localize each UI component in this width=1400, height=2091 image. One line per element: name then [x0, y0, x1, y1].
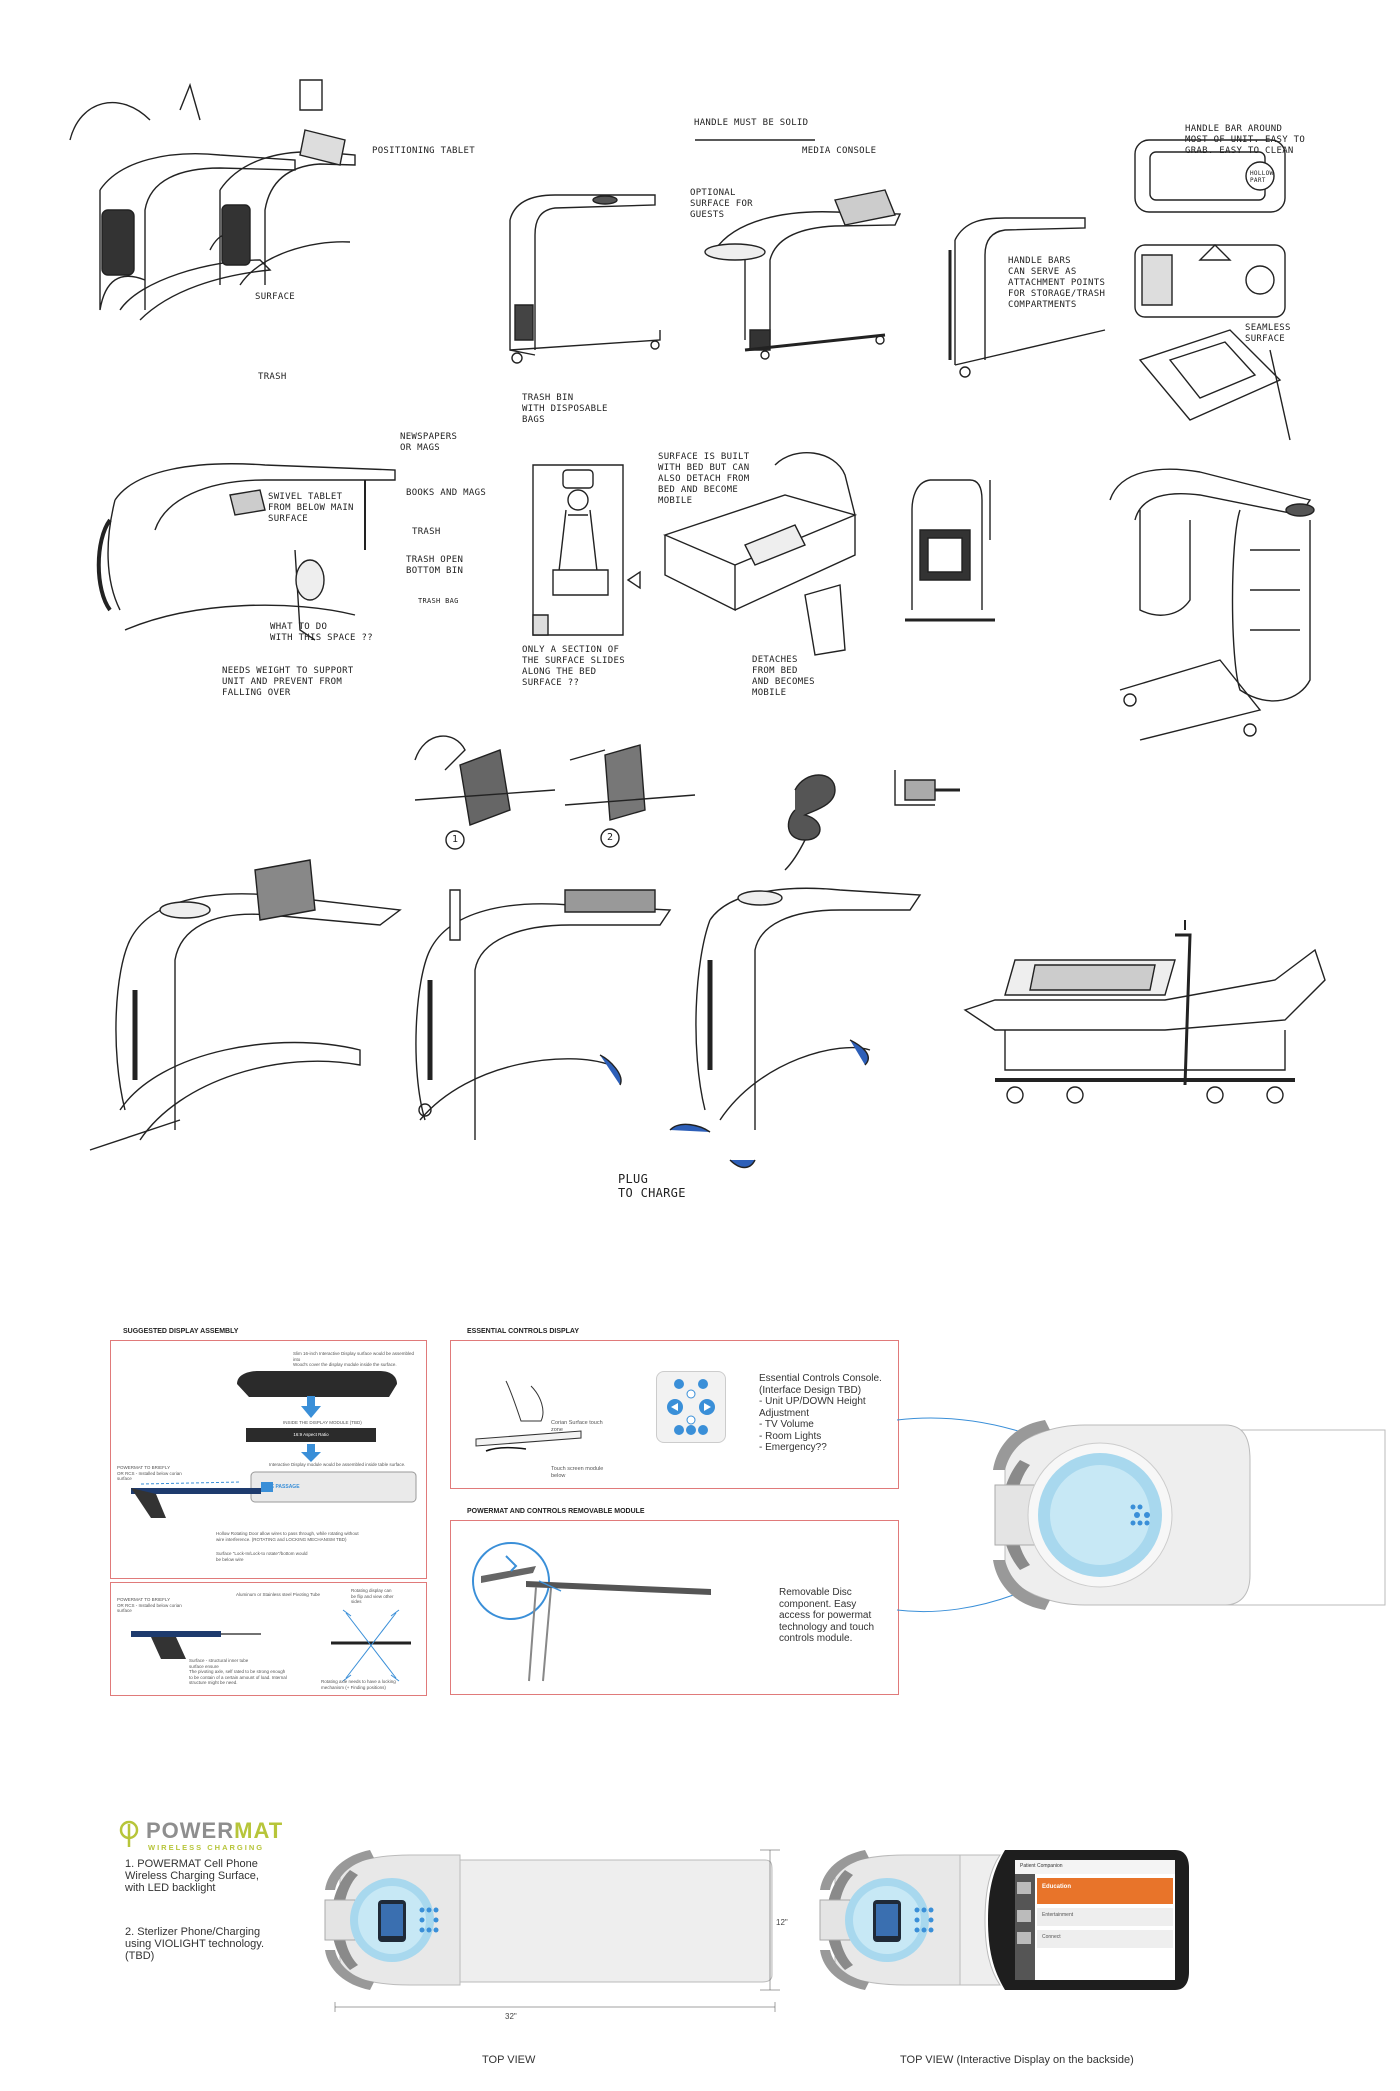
- sketch-handle-bar-unit: [935, 200, 1125, 390]
- removable-module-illustration: [461, 1531, 711, 1691]
- sketch-table-concept-b: [210, 70, 370, 300]
- powermat-logo-icon: [118, 1820, 140, 1848]
- note-trash-2: TRASH: [412, 527, 441, 537]
- note-handle-bars-attachment: HANDLE BARS CAN SERVE AS ATTACHMENT POIN…: [1008, 256, 1106, 310]
- note-what-to-do: WHAT TO DO WITH THIS SPACE ??: [270, 622, 373, 643]
- note-surface: SURFACE: [255, 292, 296, 302]
- note-display-top: Slim 16-inch Interactive Display surface…: [293, 1351, 415, 1367]
- panel-powermat-module: Removable Disc component. Easy access fo…: [450, 1520, 899, 1695]
- note-trash-bag: TRASH BAG: [418, 597, 459, 605]
- hand-touch-illustration: [466, 1381, 586, 1461]
- note-step-1: 1: [452, 834, 459, 845]
- dimension-width: 32": [505, 2012, 517, 2021]
- top-view-unit-right: [993, 1420, 1395, 1610]
- note-seamless-surface: SEAMLESS SURFACE: [1245, 323, 1291, 344]
- controls-console-mockup[interactable]: [656, 1371, 726, 1443]
- screen-item-connect[interactable]: Connect: [1042, 1934, 1061, 1940]
- note-positioning-tablet: POSITIONING TABLET: [372, 146, 475, 156]
- note-locking-axle: Rotating axle needs to have a locking me…: [321, 1679, 396, 1690]
- arrow-down-1-icon: [301, 1396, 321, 1418]
- note-optional-surface-guests: OPTIONAL SURFACE FOR GUESTS: [690, 188, 753, 220]
- sketch-perspective-unit: [1100, 460, 1330, 760]
- essential-controls-text: Essential Controls Console. (Interface D…: [759, 1373, 882, 1453]
- rotation-diagram: [321, 1608, 421, 1683]
- label-corian-touch-zone: Corian Surface touch zone: [551, 1420, 603, 1433]
- note-only-section-slides: ONLY A SECTION OF THE SURFACE SLIDES ALO…: [522, 645, 625, 688]
- feature-powermat-charging: 1. POWERMAT Cell Phone Wireless Charging…: [125, 1858, 259, 1894]
- caption-top-view-left: TOP VIEW: [482, 2054, 536, 2066]
- note-media-console: MEDIA CONSOLE: [802, 146, 877, 156]
- sketch-tablet-rotation-steps: [405, 720, 705, 850]
- sketch-table-concept-a: [60, 80, 340, 300]
- sketch-large-table-handle: [370, 870, 690, 1170]
- powermat-tagline: WIRELESS CHARGING: [148, 1843, 265, 1852]
- note-display-mid: Interactive Display module would be asse…: [269, 1462, 406, 1467]
- note-powermat-left: POWERMAT TO BRIEFLY OR RCS - Installed b…: [117, 1465, 182, 1481]
- screen-header: Patient Companion: [1020, 1863, 1063, 1869]
- panel-suggested-display: Slim 16-inch Interactive Display surface…: [110, 1340, 427, 1579]
- note-rotating-door: Hollow Rotating Door allow wires to pass…: [216, 1531, 359, 1542]
- feature-sterilizer: 2. Sterlizer Phone/Charging using VIOLIG…: [125, 1926, 264, 1962]
- note-rotating-display: Rotating display can be flip and view ot…: [351, 1588, 394, 1604]
- removable-disc-text: Removable Disc component. Easy access fo…: [779, 1587, 875, 1644]
- top-view-right-unit: [805, 1850, 1189, 1990]
- display-bar-label: 16:9 Aspect Ratio: [293, 1432, 329, 1437]
- top-view-left-unit: [310, 1840, 780, 2000]
- note-newspapers-mags: NEWSPAPERS OR MAGS: [400, 432, 458, 453]
- panel-title-powermat-module: POWERMAT AND CONTROLS REMOVABLE MODULE: [467, 1508, 645, 1515]
- panel-display-rotation: POWERMAT TO BRIEFLY OR RCS - Installed b…: [110, 1582, 427, 1696]
- display-panel-curved: [237, 1371, 397, 1397]
- note-trash-bin-bags: TRASH BIN WITH DISPOSABLE BAGS: [522, 393, 608, 425]
- note-swivel-tablet: SWIVEL TABLET FROM BELOW MAIN SURFACE: [268, 492, 354, 524]
- note-step-2: 2: [607, 832, 614, 843]
- sketch-large-table-tablet: [80, 850, 420, 1170]
- note-handle-must-be-solid: HANDLE MUST BE SOLID: [694, 118, 809, 128]
- screen-item-education[interactable]: Education: [1042, 1884, 1072, 1890]
- sketch-media-console-table: [685, 130, 925, 370]
- sketch-bed-with-table: [955, 920, 1335, 1110]
- screen-item-entertainment[interactable]: Entertainment: [1042, 1912, 1074, 1918]
- table-section-pivot: [131, 1631, 266, 1659]
- note-inside-module: INSIDE THE DISPLAY MODULE (TBD): [283, 1420, 362, 1425]
- dimension-width-line: [335, 2002, 775, 2012]
- powermat-word-a: POWER: [146, 1818, 235, 1843]
- sketch-swivel-tablet-unit: [95, 440, 415, 680]
- dimension-depth: 12": [776, 1918, 788, 1927]
- note-trash: TRASH: [258, 372, 287, 382]
- sketch-bed-perspective: [655, 445, 870, 655]
- sketch-vertical-unit: [900, 470, 1000, 640]
- table-section-assembly: [131, 1468, 421, 1518]
- note-books-mags: BOOKS AND MAGS: [406, 488, 487, 498]
- powermat-wordmark: POWERMAT: [146, 1818, 283, 1844]
- caption-top-view-right: TOP VIEW (Interactive Display on the bac…: [900, 2054, 1134, 2066]
- note-surface-built-bed: SURFACE IS BUILT WITH BED BUT CAN ALSO D…: [658, 452, 750, 506]
- powermat-word-b: MAT: [234, 1818, 284, 1843]
- note-pivoting-tube: Aluminum or Stainless steel Pivoting Tub…: [236, 1592, 321, 1597]
- note-handle-bar-around: HANDLE BAR AROUND MOST OF UNIT. EASY TO …: [1185, 124, 1306, 156]
- note-powermat-left-2: POWERMAT TO BRIEFLY OR RCS - Installed b…: [117, 1597, 182, 1613]
- panel-essential-controls: Corian Surface touch zone Touch screen m…: [450, 1340, 899, 1489]
- note-structural-surface: Surface - structural inner tube surface …: [189, 1658, 287, 1685]
- label-touch-screen-module: Touch screen module below: [551, 1466, 604, 1479]
- panel-title-essential-controls: ESSENTIAL CONTROLS DISPLAY: [467, 1328, 580, 1335]
- note-trash-open-bottom: TRASH OPEN BOTTOM BIN: [406, 555, 464, 576]
- sketch-enclosed-cart: [495, 180, 665, 370]
- sketch-removable-disc-detail: [765, 760, 965, 870]
- label-wire-passage: WIRE PASSAGE: [261, 1484, 300, 1490]
- note-needs-weight: NEEDS WEIGHT TO SUPPORT UNIT AND PREVENT…: [222, 666, 354, 698]
- sketch-top-view-handles: [1120, 130, 1300, 450]
- panel-title-suggested-display: SUGGESTED DISPLAY ASSEMBLY: [123, 1328, 239, 1335]
- note-detaches-bed-mobile: DETACHES FROM BED AND BECOMES MOBILE: [752, 655, 815, 698]
- sketch-large-table-plug: [660, 870, 930, 1190]
- arrow-down-2-icon: [301, 1444, 321, 1462]
- display-bar-16x9: 16:9 Aspect Ratio: [246, 1428, 376, 1442]
- note-plug-to-charge: PLUG TO CHARGE: [618, 1172, 686, 1200]
- note-hollow-part-1: HOLLOW PART: [1250, 170, 1274, 184]
- sketch-bed-top-view: [528, 460, 648, 640]
- note-lock-surface: Surface "Lock-In/Lock-to rotate"/bottom …: [216, 1551, 308, 1562]
